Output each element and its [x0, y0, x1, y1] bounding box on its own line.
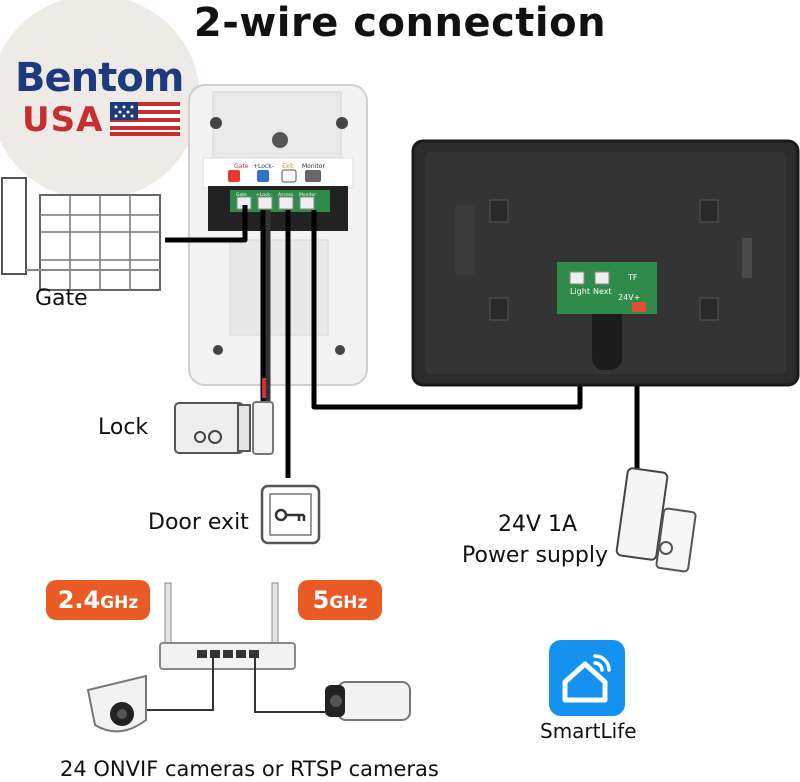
- logo-country: USA: [22, 100, 104, 140]
- badge-5ghz: 5GHz: [298, 580, 382, 620]
- page-title: 2-wire connection: [193, 0, 607, 46]
- indoor-monitor: [411, 139, 800, 387]
- wires: [165, 205, 640, 478]
- monitor-board-label: TF: [627, 273, 638, 282]
- power-label-line1: 24V 1A: [498, 512, 578, 537]
- logo-name: Bentom: [15, 55, 184, 101]
- dome-camera-icon: [86, 674, 147, 733]
- lock-label: Lock: [98, 415, 149, 440]
- panel-terminal-label: +Lock-: [256, 192, 272, 198]
- panel-icon-label: Monitor: [302, 163, 325, 170]
- power-label-line2: Power supply: [462, 543, 608, 568]
- exit-button-icon: [260, 484, 321, 545]
- panel-icon-label: +Lock-: [253, 163, 274, 170]
- panel-terminal-label: Monitor: [299, 192, 316, 198]
- cameras-caption: 24 ONVIF cameras or RTSP cameras: [60, 757, 439, 781]
- power-adapter-icon: [615, 467, 697, 573]
- door-exit-label: Door exit: [148, 510, 249, 535]
- smartlife-app-icon: [549, 640, 625, 716]
- badge-2-4ghz: 2.4GHz: [46, 580, 150, 620]
- router-icon: [159, 582, 296, 670]
- panel-terminal-label: Access: [278, 192, 294, 198]
- panel-icon-label: Exit: [282, 163, 294, 170]
- logo-badge: [0, 0, 200, 200]
- panel-icon-label: Gate: [234, 163, 249, 170]
- monitor-board-label: Light: [570, 287, 590, 296]
- monitor-board-label: 24V+: [618, 293, 640, 302]
- outdoor-panel: [188, 84, 368, 386]
- bullet-camera-icon: [325, 681, 411, 721]
- lock-icon: [174, 401, 274, 455]
- monitor-board-label: Next: [593, 287, 612, 296]
- panel-terminal-label: Gate: [236, 192, 247, 198]
- smartlife-label: SmartLife: [540, 719, 637, 743]
- gate-icon: [1, 177, 161, 291]
- lock-wire-red: [262, 378, 266, 398]
- home-wifi-icon: [562, 654, 611, 703]
- camera-cables: [136, 658, 330, 713]
- gate-label: Gate: [35, 286, 88, 311]
